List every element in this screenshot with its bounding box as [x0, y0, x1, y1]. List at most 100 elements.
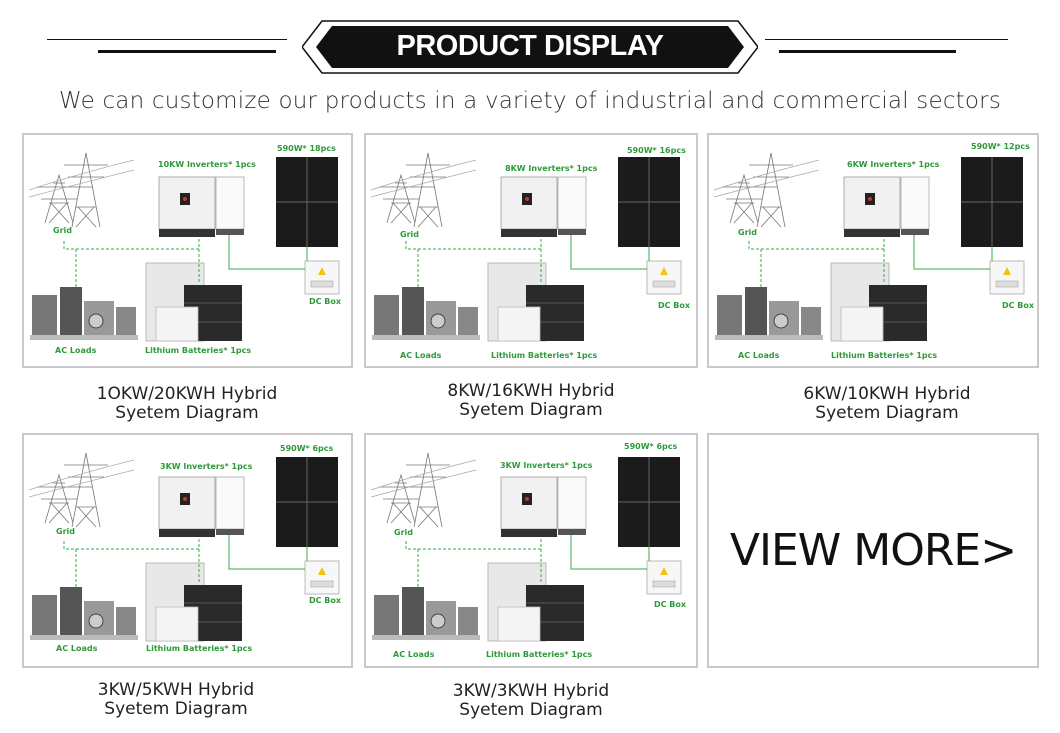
grid-label: Grid — [738, 228, 757, 237]
dc-connection-line — [913, 235, 990, 270]
batteries-label: Lithium Batteries* 1pcs — [831, 351, 938, 360]
dc-connection-line — [570, 235, 647, 270]
panels-label: 590W* 12pcs — [971, 142, 1030, 151]
inverter-label: 6KW Inverters* 1pcs — [847, 160, 940, 169]
caption-subtitle: Syetem Diagram — [459, 400, 603, 420]
control-unit-icon — [215, 476, 245, 530]
inverter-label: 10KW Inverters* 1pcs — [158, 160, 256, 169]
caption-subtitle: Syetem Diagram — [459, 700, 603, 720]
system-diagram-card-3kw-5kwh[interactable]: 590W* 6pcs 3KW Inverters* 1pcs Grid DC B… — [22, 433, 353, 668]
dc-connection-line — [228, 235, 305, 270]
dc-box-icon — [646, 560, 682, 595]
lithium-battery-icon — [487, 562, 584, 642]
transmission-tower-icon — [370, 452, 477, 528]
batteries-label: Lithium Batteries* 1pcs — [146, 644, 253, 653]
caption-6kw: 6KW/10KWH Hybrid Syetem Diagram — [722, 385, 1052, 423]
solar-panel-icon — [276, 157, 338, 247]
transmission-tower-icon — [28, 452, 135, 528]
transmission-tower-icon — [370, 152, 477, 228]
caption-title: 3KW/3KWH Hybrid — [452, 681, 610, 701]
appliances-icon — [715, 287, 823, 340]
grid-label: Grid — [56, 527, 75, 536]
dc-box-icon — [304, 260, 340, 295]
grid-connection-line — [405, 539, 542, 550]
panels-label: 590W* 6pcs — [624, 442, 678, 451]
lithium-battery-icon — [487, 262, 584, 342]
view-more-link[interactable]: VIEW MORE> — [729, 525, 1017, 576]
caption-3kw-3kwh: 3KW/3KWH Hybrid Syetem Diagram — [366, 682, 696, 720]
solar-panel-icon — [618, 157, 680, 247]
caption-subtitle: Syetem Diagram — [104, 699, 248, 719]
diagram-artwork — [370, 152, 682, 342]
caption-10kw: 1OKW/20KWH Hybrid Syetem Diagram — [22, 385, 352, 423]
dc-box-label: DC Box — [309, 596, 342, 605]
diagram-artwork — [28, 152, 340, 342]
system-diagram-card-8kw[interactable]: 590W* 16pcs 8KW Inverters* 1pcs Grid DC … — [364, 133, 698, 368]
appliances-icon — [30, 587, 138, 640]
caption-subtitle: Syetem Diagram — [115, 403, 259, 423]
grid-label: Grid — [394, 528, 413, 537]
dc-box-label: DC Box — [309, 297, 342, 306]
ac-loads-label: AC Loads — [738, 351, 780, 360]
grid-connection-line — [405, 239, 542, 250]
dc-box-icon — [989, 260, 1025, 295]
system-diagram-card-10kw[interactable]: 590W* 18pcs 10KW Inverters* 1pcs Grid DC… — [22, 133, 353, 368]
caption-title: 1OKW/20KWH Hybrid — [96, 384, 278, 404]
grid-connection-line — [63, 539, 200, 550]
system-diagram-card-6kw[interactable]: 590W* 12pcs 6KW Inverters* 1pcs Grid DC … — [707, 133, 1039, 368]
lithium-battery-icon — [145, 562, 242, 642]
diagram-graphic — [370, 152, 682, 342]
panels-label: 590W* 16pcs — [627, 146, 686, 155]
batteries-label: Lithium Batteries* 1pcs — [486, 650, 593, 659]
transmission-tower-icon — [28, 152, 135, 228]
grid-connection-line — [63, 239, 200, 250]
control-unit-icon — [557, 176, 587, 230]
diagram-graphic — [370, 452, 682, 642]
transmission-tower-icon — [713, 152, 820, 228]
ac-loads-label: AC Loads — [393, 650, 435, 659]
grid-label: Grid — [53, 226, 72, 235]
ac-loads-label: AC Loads — [55, 346, 97, 355]
inverter-label: 3KW Inverters* 1pcs — [160, 462, 253, 471]
lithium-battery-icon — [145, 262, 242, 342]
appliances-icon — [30, 287, 138, 340]
solar-panel-icon — [276, 457, 338, 547]
dc-box-icon — [646, 260, 682, 295]
dc-box-label: DC Box — [658, 301, 691, 310]
ac-loads-label: AC Loads — [400, 351, 442, 360]
dc-connection-line — [228, 535, 305, 570]
caption-title: 6KW/10KWH Hybrid — [803, 384, 971, 404]
diagram-artwork — [370, 452, 682, 642]
header-rule-left-bottom — [98, 50, 276, 53]
inverter-label: 3KW Inverters* 1pcs — [500, 461, 593, 470]
dc-connection-line — [570, 535, 647, 570]
grid-label: Grid — [400, 230, 419, 239]
control-unit-icon — [557, 476, 587, 530]
control-unit-icon — [900, 176, 930, 230]
grid-connection-line — [748, 239, 885, 250]
panels-label: 590W* 18pcs — [277, 144, 336, 153]
diagram-graphic — [28, 452, 340, 642]
page-title: PRODUCT DISPLAY — [396, 30, 664, 62]
header-rule-left-top — [47, 39, 287, 40]
batteries-label: Lithium Batteries* 1pcs — [145, 346, 252, 355]
page-subtitle: We can customize our products in a varie… — [58, 88, 1002, 114]
solar-panel-icon — [618, 457, 680, 547]
header-rule-right-bottom — [779, 50, 956, 53]
dc-box-label: DC Box — [654, 600, 687, 609]
caption-title: 8KW/16KWH Hybrid — [447, 381, 615, 401]
system-diagram-card-3kw-3kwh[interactable]: 590W* 6pcs 3KW Inverters* 1pcs Grid DC B… — [364, 433, 698, 668]
dc-box-icon — [304, 560, 340, 595]
caption-title: 3KW/5KWH Hybrid — [97, 680, 255, 700]
diagram-artwork — [713, 152, 1025, 342]
dc-box-label: DC Box — [1002, 301, 1035, 310]
control-unit-icon — [215, 176, 245, 230]
diagram-graphic — [28, 152, 340, 342]
solar-panel-icon — [961, 157, 1023, 247]
view-more-card[interactable]: VIEW MORE> — [707, 433, 1039, 668]
panels-label: 590W* 6pcs — [280, 444, 334, 453]
lithium-battery-icon — [830, 262, 927, 342]
diagram-graphic — [713, 152, 1025, 342]
batteries-label: Lithium Batteries* 1pcs — [491, 351, 598, 360]
inverter-label: 8KW Inverters* 1pcs — [505, 164, 598, 173]
